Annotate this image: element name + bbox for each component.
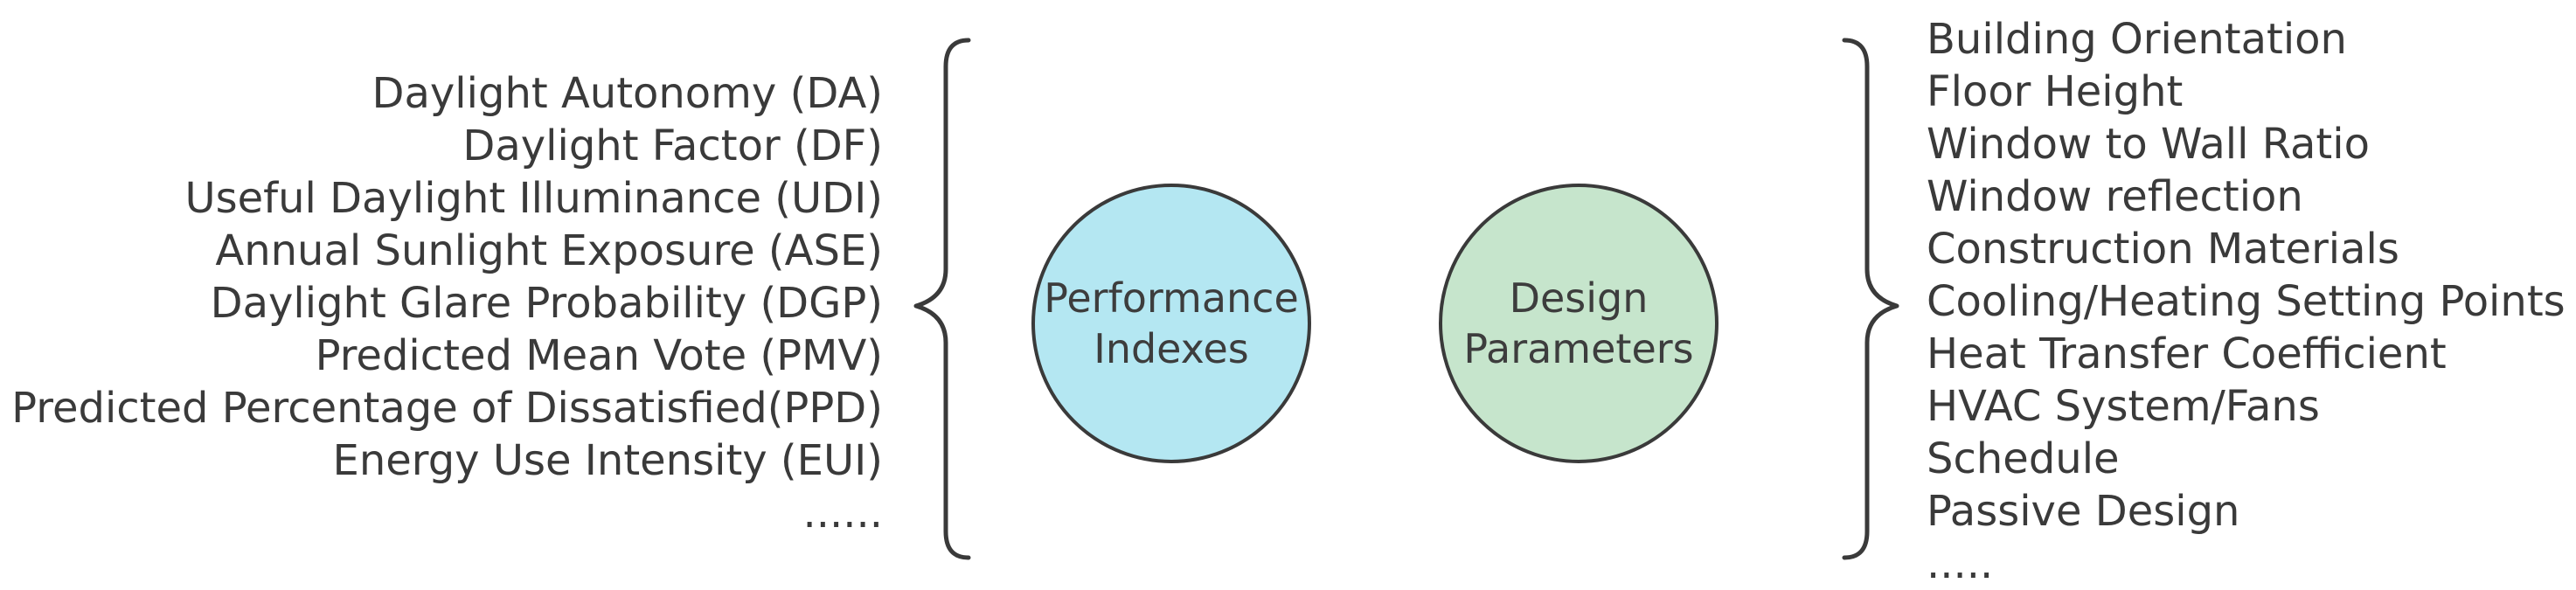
right-brace bbox=[1842, 38, 1899, 560]
circle-label-line2: Parameters bbox=[1463, 325, 1694, 372]
design-parameters-circle: Design Parameters bbox=[1439, 184, 1718, 463]
list-item: Energy Use Intensity (EUI) bbox=[332, 436, 883, 485]
list-item: Construction Materials bbox=[1927, 225, 2399, 274]
circle-label-line1: Performance bbox=[1044, 274, 1299, 322]
left-brace bbox=[913, 38, 971, 560]
list-item: Daylight Autonomy (DA) bbox=[371, 69, 883, 118]
list-item: Daylight Glare Probability (DGP) bbox=[210, 279, 883, 328]
circle-label-line1: Design bbox=[1509, 274, 1649, 322]
list-item: ..... bbox=[1927, 539, 1994, 588]
list-item: HVAC System/Fans bbox=[1927, 382, 2320, 431]
performance-indexes-list: Daylight Autonomy (DA) Daylight Factor (… bbox=[11, 67, 883, 539]
performance-indexes-circle: Performance Indexes bbox=[1031, 184, 1311, 463]
list-item: Window reflection bbox=[1927, 172, 2303, 221]
list-item: Cooling/Heating Setting Points bbox=[1927, 277, 2566, 326]
list-item: Schedule bbox=[1927, 434, 2120, 483]
list-item: Useful Daylight Illuminance (UDI) bbox=[184, 174, 884, 223]
list-item: Predicted Percentage of Dissatisfied(PPD… bbox=[11, 384, 883, 433]
list-item: Building Orientation bbox=[1927, 15, 2347, 64]
list-item: Annual Sunlight Exposure (ASE) bbox=[215, 226, 883, 275]
list-item: Passive Design bbox=[1927, 487, 2240, 536]
list-item: Daylight Factor (DF) bbox=[462, 121, 883, 170]
list-item: ...... bbox=[802, 489, 883, 538]
list-item: Heat Transfer Coefficient bbox=[1927, 330, 2447, 378]
design-parameters-list: Building Orientation Floor Height Window… bbox=[1927, 13, 2566, 590]
list-item: Floor Height bbox=[1927, 67, 2184, 116]
list-item: Window to Wall Ratio bbox=[1927, 120, 2370, 169]
circle-label-line2: Indexes bbox=[1094, 325, 1249, 372]
list-item: Predicted Mean Vote (PMV) bbox=[315, 331, 883, 380]
